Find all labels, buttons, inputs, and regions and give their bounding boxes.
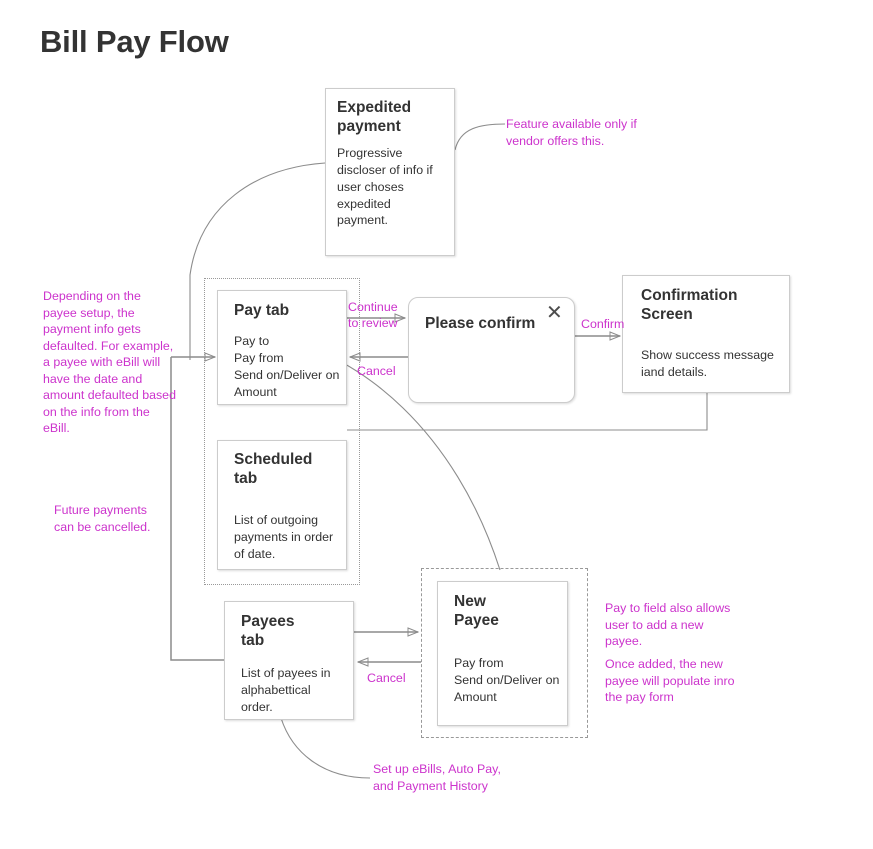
group-new-payee <box>421 568 588 738</box>
note-future-payments: Future payments can be cancelled. <box>54 503 151 534</box>
card-please-confirm-title: Please confirm <box>425 315 536 332</box>
wire-note-ebills <box>280 717 371 779</box>
edge-label-cancel-top: Cancel <box>357 364 396 378</box>
card-please-confirm[interactable] <box>408 297 575 403</box>
card-pay-tab-title: Pay tab <box>234 302 290 319</box>
note-feature-available: Feature available only if vendor offers … <box>506 117 637 148</box>
card-payees-tab-body: List of payees in alphabettical order. <box>241 666 331 714</box>
card-pay-tab-body: Pay to Pay from Send on/Deliver on Amoun… <box>234 334 340 399</box>
card-confirmation-screen-title: Confirmation Screen <box>641 287 738 323</box>
note-set-up-ebills: Set up eBills, Auto Pay, and Payment His… <box>373 762 501 793</box>
card-expedited-payment-body: Progressive discloser of info if user ch… <box>337 146 433 228</box>
note-pay-to-field: Pay to field also allows user to add a n… <box>605 601 731 648</box>
card-confirmation-screen[interactable] <box>622 275 790 393</box>
close-icon[interactable]: ✕ <box>546 302 563 324</box>
group-pay-scheduled-tabs <box>204 278 360 585</box>
card-scheduled-tab-title: Scheduled tab <box>234 451 313 487</box>
card-new-payee-title: New Payee <box>454 593 499 629</box>
note-payee-setup: Depending on the payee setup, the paymen… <box>43 289 176 435</box>
card-scheduled-tab[interactable] <box>217 440 347 570</box>
card-scheduled-tab-body: List of outgoing payments in order of da… <box>234 513 334 561</box>
edge-label-confirm: Confirm <box>581 317 625 331</box>
note-once-added: Once added, the new payee will populate … <box>605 657 735 704</box>
card-new-payee[interactable] <box>437 581 568 726</box>
card-payees-tab[interactable] <box>224 601 354 720</box>
edge-label-cancel-bottom: Cancel <box>367 671 406 685</box>
card-expedited-payment[interactable] <box>325 88 455 256</box>
edge-label-continue-to-review: Continue to review <box>348 300 398 330</box>
card-pay-tab[interactable] <box>217 290 347 405</box>
card-expedited-payment-title: Expedited payment <box>337 99 412 135</box>
page-title: Bill Pay Flow <box>40 24 229 59</box>
card-confirmation-screen-body: Show success message iand details. <box>641 348 774 379</box>
card-payees-tab-title: Payees tab <box>241 613 295 649</box>
wire-note-feature <box>454 123 506 151</box>
card-new-payee-body: Pay from Send on/Deliver on Amount <box>454 656 560 704</box>
